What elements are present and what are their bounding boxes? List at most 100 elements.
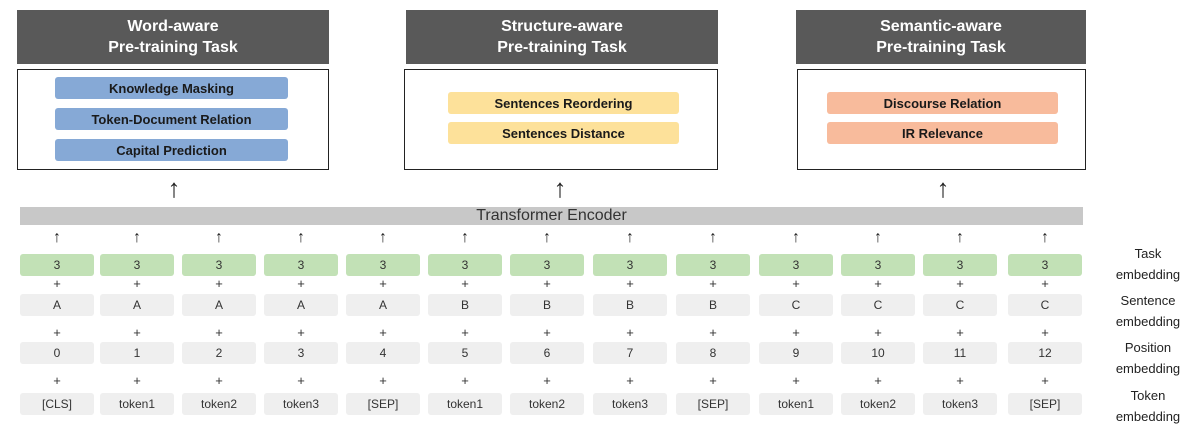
sentence-embedding-cell-0: A [20,294,94,316]
token-embedding-cell-8: [SEP] [676,393,750,415]
plus-sign-col-9-2: + [792,373,800,388]
sentence-embedding-cell-7: B [593,294,667,316]
plus-sign-col-5-0: + [461,276,469,291]
row-label-position: Position embedding [1098,337,1198,379]
token-embedding-cell-2: token2 [182,393,256,415]
position-embedding-cell-11: 11 [923,342,997,364]
structure-aware-panel: Sentences Reordering Sentences Distance [404,69,718,170]
plus-sign-col-0-0: + [53,276,61,291]
plus-sign-col-8-1: + [709,325,717,340]
plus-sign-col-8-0: + [709,276,717,291]
plus-sign-col-2-2: + [215,373,223,388]
task-sentences-distance: Sentences Distance [448,122,679,144]
arrow-to-word-panel: ↑ [167,173,181,203]
task-embedding-cell-0: 3 [20,254,94,276]
plus-sign-col-7-1: + [626,325,634,340]
sentence-embedding-cell-11: C [923,294,997,316]
row-label-sentence-line1: Sentence [1120,293,1176,308]
token-embedding-cell-7: token3 [593,393,667,415]
sentence-embedding-cell-10: C [841,294,915,316]
position-embedding-cell-1: 1 [100,342,174,364]
token-embedding-cell-4: [SEP] [346,393,420,415]
arrow-to-structure-panel: ↑ [553,173,567,203]
plus-sign-col-0-2: + [53,373,61,388]
sentence-embedding-cell-12: C [1008,294,1082,316]
plus-sign-col-12-1: + [1041,325,1049,340]
token-embedding-cell-3: token3 [264,393,338,415]
position-embedding-cell-4: 4 [346,342,420,364]
sentence-embedding-cell-8: B [676,294,750,316]
task-embedding-cell-1: 3 [100,254,174,276]
position-embedding-cell-10: 10 [841,342,915,364]
plus-sign-col-7-0: + [626,276,634,291]
position-embedding-cell-8: 8 [676,342,750,364]
plus-sign-col-0-1: + [53,325,61,340]
task-embedding-cell-7: 3 [593,254,667,276]
plus-sign-col-9-0: + [792,276,800,291]
token-embedding-cell-11: token3 [923,393,997,415]
position-embedding-cell-6: 6 [510,342,584,364]
token-embedding-cell-0: [CLS] [20,393,94,415]
arrow-up-col-2: ↑ [215,229,223,246]
plus-sign-col-1-2: + [133,373,141,388]
arrow-up-col-5: ↑ [461,229,469,246]
position-embedding-cell-3: 3 [264,342,338,364]
task-embedding-cell-10: 3 [841,254,915,276]
sentence-embedding-cell-6: B [510,294,584,316]
token-embedding-cell-9: token1 [759,393,833,415]
semantic-aware-header-line2: Pre-training Task [876,39,1006,56]
semantic-aware-header: Semantic-aware Pre-training Task [796,10,1086,64]
arrow-up-col-0: ↑ [53,229,61,246]
row-label-task-line2: embedding [1115,267,1181,282]
token-embedding-cell-6: token2 [510,393,584,415]
row-label-sentence: Sentence embedding [1098,290,1198,332]
row-label-task-line1: Task [1134,246,1162,261]
task-embedding-cell-5: 3 [428,254,502,276]
row-label-position-line2: embedding [1115,361,1181,376]
plus-sign-col-6-0: + [543,276,551,291]
plus-sign-col-9-1: + [792,325,800,340]
task-discourse-relation: Discourse Relation [827,92,1058,114]
plus-sign-col-6-2: + [543,373,551,388]
plus-sign-col-8-2: + [709,373,717,388]
plus-sign-col-6-1: + [543,325,551,340]
structure-aware-header-line1: Structure-aware [501,18,623,35]
position-embedding-cell-2: 2 [182,342,256,364]
position-embedding-cell-5: 5 [428,342,502,364]
sentence-embedding-cell-9: C [759,294,833,316]
sentence-embedding-cell-2: A [182,294,256,316]
plus-sign-col-2-1: + [215,325,223,340]
word-aware-panel: Knowledge Masking Token-Document Relatio… [17,69,329,170]
sentence-embedding-cell-4: A [346,294,420,316]
word-aware-header-line1: Word-aware [127,18,219,35]
plus-sign-col-3-0: + [297,276,305,291]
task-embedding-cell-4: 3 [346,254,420,276]
task-capital-prediction: Capital Prediction [55,139,288,161]
token-embedding-cell-12: [SEP] [1008,393,1082,415]
word-aware-header-line2: Pre-training Task [108,39,238,56]
task-embedding-cell-9: 3 [759,254,833,276]
task-sentences-reordering: Sentences Reordering [448,92,679,114]
plus-sign-col-2-0: + [215,276,223,291]
arrow-to-semantic-panel: ↑ [936,173,950,203]
plus-sign-col-5-2: + [461,373,469,388]
arrow-up-col-11: ↑ [956,229,964,246]
task-embedding-cell-3: 3 [264,254,338,276]
structure-aware-header: Structure-aware Pre-training Task [406,10,718,64]
arrow-up-col-1: ↑ [133,229,141,246]
structure-aware-header-line2: Pre-training Task [497,39,627,56]
semantic-aware-panel: Discourse Relation IR Relevance [797,69,1086,170]
task-embedding-cell-8: 3 [676,254,750,276]
position-embedding-cell-12: 12 [1008,342,1082,364]
arrow-up-col-4: ↑ [379,229,387,246]
plus-sign-col-10-1: + [874,325,882,340]
plus-sign-col-11-0: + [956,276,964,291]
task-token-document-relation: Token-Document Relation [55,108,288,130]
row-label-sentence-line2: embedding [1115,314,1181,329]
row-label-token-line2: embedding [1115,409,1181,424]
plus-sign-col-1-1: + [133,325,141,340]
token-embedding-cell-1: token1 [100,393,174,415]
plus-sign-col-11-1: + [956,325,964,340]
token-embedding-cell-10: token2 [841,393,915,415]
plus-sign-col-12-0: + [1041,276,1049,291]
